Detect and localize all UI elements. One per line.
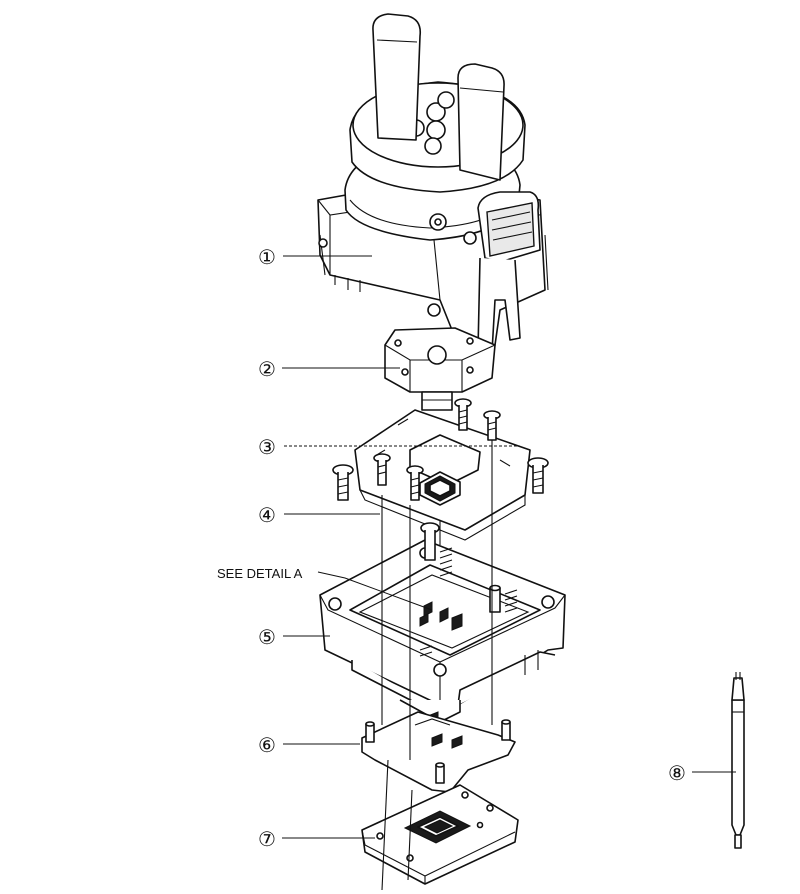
screw-left	[332, 464, 354, 501]
callout-6: ⑥	[258, 733, 276, 757]
part-7-base-pcb	[361, 784, 519, 885]
callout-4: ④	[258, 503, 276, 527]
screw-top-mid	[454, 398, 472, 431]
callout-7: ⑦	[258, 827, 276, 851]
callout-8: ⑧	[668, 761, 686, 785]
screw-front-mid	[406, 465, 424, 501]
projection-lines	[381, 440, 493, 891]
callout-1: ①	[258, 245, 276, 269]
screw-right	[527, 457, 549, 494]
part-1-lid-assembly	[317, 13, 549, 353]
part-2-pusher-plate	[384, 327, 496, 411]
part-3-4-guide-plate	[332, 398, 549, 541]
see-detail-a-label: SEE DETAIL A	[217, 566, 303, 581]
leader-lines	[282, 255, 736, 839]
screw-top-right	[483, 410, 501, 441]
part-8-pin-tool	[731, 672, 745, 849]
callout-3: ③	[258, 435, 276, 459]
screw-front-left	[373, 453, 391, 486]
callout-2: ②	[258, 357, 276, 381]
callout-5: ⑤	[258, 625, 276, 649]
part-5-socket-base	[319, 522, 566, 725]
part-6-contact-sheet	[361, 711, 516, 793]
